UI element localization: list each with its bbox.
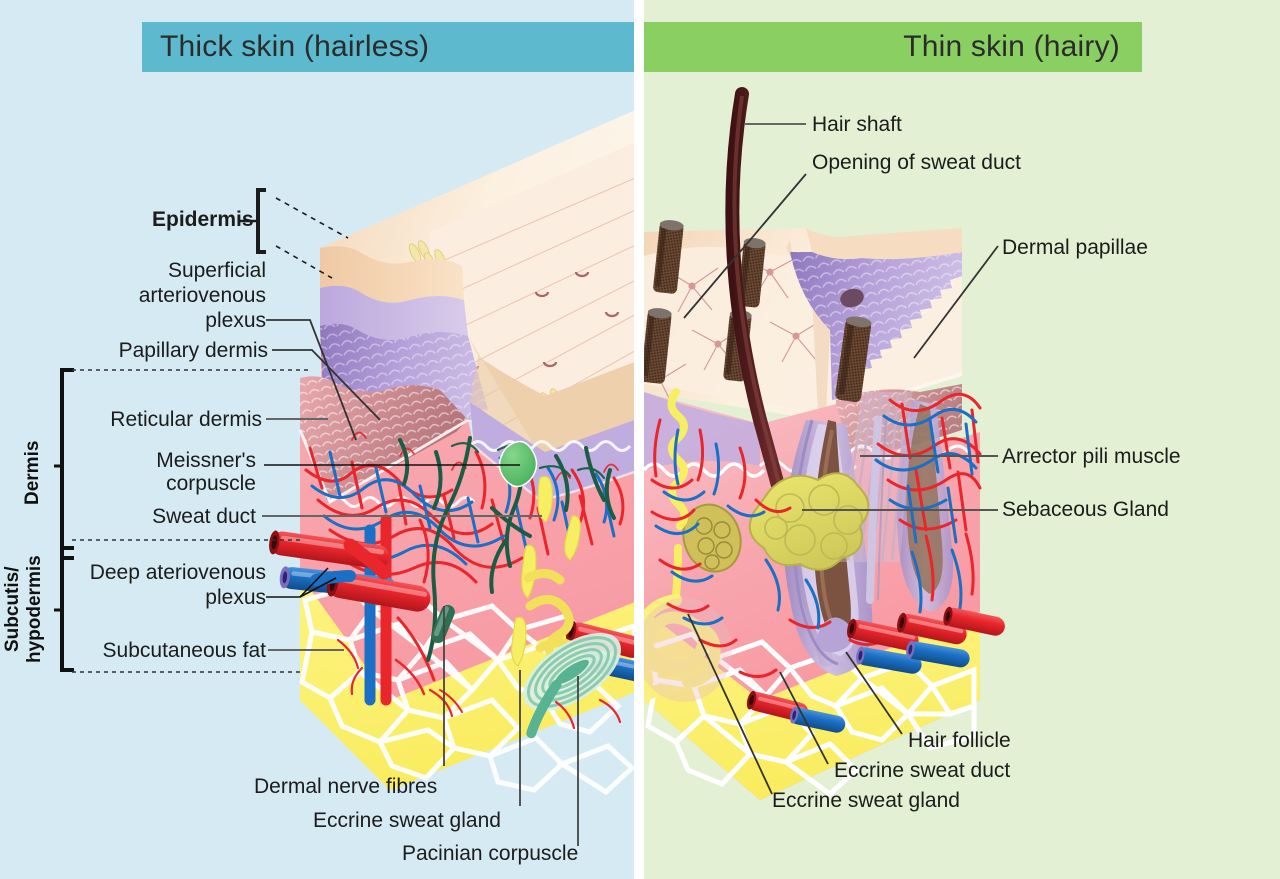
label-eccrine-sweat-duct: Eccrine sweat duct: [834, 759, 1011, 782]
label-epidermis: Epidermis: [152, 208, 254, 231]
label-papillary-dermis: Papillary dermis: [118, 339, 268, 362]
label-sebaceous-gland: Sebaceous Gland: [1002, 498, 1169, 521]
thick-skin-title: Thick skin (hairless): [142, 22, 634, 72]
subcutis-bracket: [54, 546, 74, 672]
label-sweat-duct: Sweat duct: [152, 505, 256, 528]
label-reticular-dermis: Reticular dermis: [110, 408, 262, 431]
label-superficial-plexus-line1: Superficial: [167, 259, 266, 282]
label-eccrine-sweat-gland-right: Eccrine sweat gland: [772, 789, 960, 812]
label-meissner-line2: corpuscle: [166, 472, 256, 495]
label-meissner-line1: Meissner's: [156, 449, 256, 472]
label-dermal-nerve-fibres: Dermal nerve fibres: [254, 775, 438, 798]
label-pacinian-corpuscle: Pacinian corpuscle: [402, 842, 579, 865]
bracket-label-subcutis: Subcutis/: [2, 566, 23, 652]
label-dermal-papillae: Dermal papillae: [1002, 236, 1148, 259]
bracket-label-hypodermis: hypodermis: [24, 555, 45, 663]
label-superficial-plexus-line3: plexus: [205, 309, 266, 332]
dermis-bracket: [54, 368, 74, 560]
label-opening-of-sweat-duct: Opening of sweat duct: [812, 151, 1021, 174]
label-deep-plexus-line1: Deep ateriovenous: [89, 561, 266, 584]
label-subcutaneous-fat: Subcutaneous fat: [102, 639, 266, 662]
label-superficial-plexus-line2: arteriovenous: [138, 284, 266, 307]
bracket-label-dermis: Dermis: [22, 440, 43, 506]
label-hair-follicle: Hair follicle: [908, 729, 1011, 752]
label-eccrine-sweat-gland-left: Eccrine sweat gland: [313, 809, 501, 832]
label-deep-plexus-line2: plexus: [205, 586, 266, 609]
label-arrector-pili-muscle: Arrector pili muscle: [1002, 445, 1181, 468]
panel-divider: [634, 0, 644, 879]
label-hair-shaft: Hair shaft: [812, 113, 902, 136]
